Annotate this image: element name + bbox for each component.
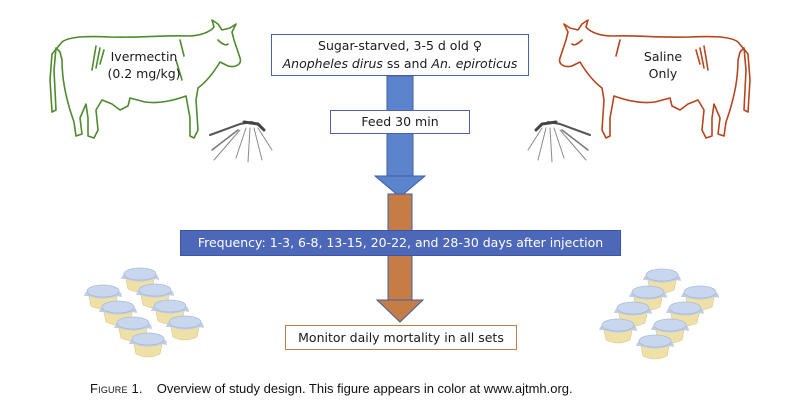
blue-arrow <box>373 75 427 198</box>
right-mosquito-cups-icon <box>599 268 719 360</box>
mosquito-source-box: Sugar-starved, 3-5 d old ♀ Anopheles dir… <box>271 34 529 76</box>
cup-icon <box>636 334 674 360</box>
orange-arrow <box>375 193 425 323</box>
cup-icon <box>599 318 637 344</box>
figure-caption: Figure 1. Overview of study design. This … <box>90 381 770 396</box>
species-1: Anopheles dirus <box>282 56 383 71</box>
ivermectin-dose-label: (0.2 mg/kg) <box>107 66 181 81</box>
saline-label: Saline <box>643 49 683 64</box>
caption-text: Overview of study design. This figure ap… <box>156 381 573 396</box>
ivermectin-label: Ivermectin <box>110 49 178 64</box>
left-mosquito-icon <box>209 120 273 163</box>
cup-icon <box>136 283 174 309</box>
saline-only-label: Only <box>648 66 678 81</box>
ivermectin-cow-label: Ivermectin (0.2 mg/kg) <box>104 48 184 82</box>
right-cow-icon <box>558 19 751 139</box>
saline-cow-label: Saline Only <box>633 48 693 82</box>
frequency-box: Frequency: 1-3, 6-8, 13-15, 20-22, and 2… <box>180 230 621 256</box>
figure-label: Figure 1. <box>90 381 143 396</box>
mosquito-species-text: Anopheles dirus ss and An. epiroticus <box>272 55 528 73</box>
feed-box: Feed 30 min <box>330 110 470 134</box>
cup-icon <box>129 332 167 358</box>
cup-icon <box>121 267 159 293</box>
species-connector: ss and <box>382 56 432 71</box>
right-mosquito-icon <box>527 120 591 163</box>
monitor-box: Monitor daily mortality in all sets <box>285 325 517 350</box>
left-mosquito-cups-icon <box>84 267 204 358</box>
species-2: An. epiroticus <box>431 56 518 71</box>
cup-icon <box>651 318 689 344</box>
mosquito-condition-text: Sugar-starved, 3-5 d old ♀ <box>318 38 482 53</box>
cup-icon <box>166 315 204 341</box>
left-cow-icon <box>49 19 242 139</box>
